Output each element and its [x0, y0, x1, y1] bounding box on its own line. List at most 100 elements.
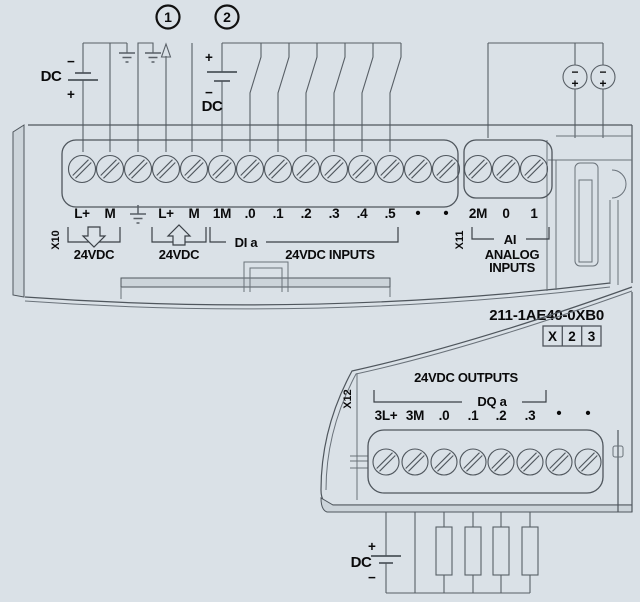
- module-face-curve-outer: [24, 282, 611, 306]
- di-group-label: DI a: [235, 235, 259, 250]
- terminal-label: 3M: [406, 408, 424, 423]
- dc-system-plus: +: [67, 87, 75, 102]
- terminal-label: 2M: [469, 206, 487, 221]
- input-switch: [249, 43, 262, 152]
- ai-bracket: [471, 227, 550, 240]
- terminal-label: .5: [385, 206, 396, 221]
- terminal-label: L+: [158, 206, 174, 221]
- analog1-minus: −: [571, 65, 578, 79]
- bus-connector-clip: [243, 261, 289, 292]
- connector-x12-label: X12: [342, 389, 354, 409]
- callout-2: 2: [214, 4, 240, 30]
- connector-x10-label: X10: [50, 230, 62, 250]
- dc-input-label: DC: [202, 98, 223, 115]
- analog-source-2: [590, 64, 616, 90]
- screw-terminal: [487, 448, 515, 476]
- sensor-supply-output: [160, 42, 193, 152]
- rating-cell: 3: [588, 329, 596, 344]
- input-switch: [277, 43, 290, 152]
- ai-caption-line2: INPUTS: [489, 260, 536, 275]
- ledge-caps: [120, 287, 391, 299]
- lower-bottom-band: [320, 497, 633, 513]
- analog-bus-wire: [487, 42, 604, 138]
- screw-terminal: [375, 154, 405, 184]
- terminal-label: .1: [273, 206, 284, 221]
- input-switch: [361, 43, 374, 152]
- earth-ground-icon: [119, 52, 135, 63]
- module-upper-housing: [12, 124, 633, 476]
- right-rail-details: [546, 135, 632, 291]
- part-number-group: 211-1AE40-0XB0 X 2 3: [489, 307, 604, 347]
- screw-terminal: [545, 448, 573, 476]
- terminal-label: L+: [74, 206, 90, 221]
- screw-terminal: [431, 154, 461, 184]
- pe-wire: [137, 42, 154, 152]
- dq-group-label: DQ a: [477, 394, 507, 409]
- load-resistor: [492, 526, 510, 576]
- terminal-label: .1: [468, 408, 479, 423]
- dc-output-plus: +: [368, 539, 376, 554]
- dq-caption: 24VDC OUTPUTS: [414, 370, 518, 385]
- lower-face-curve-outer: [320, 286, 633, 506]
- screw-terminal: [263, 154, 293, 184]
- part-number: 211-1AE40-0XB0: [489, 307, 604, 324]
- dc-system-minus: −: [67, 54, 75, 69]
- supply-caption: 24VDC: [74, 247, 115, 262]
- protective-earth-circuit: [137, 42, 161, 152]
- analog2-minus: −: [599, 65, 606, 79]
- output-terminal-block: [367, 429, 604, 494]
- digital-input-switches: [249, 43, 402, 152]
- screw-terminal: [401, 448, 429, 476]
- rail-bump: [611, 169, 627, 199]
- screw-terminal: [179, 154, 209, 184]
- rating-box: [542, 325, 602, 347]
- analog-source-1: [562, 64, 588, 90]
- screw-terminal: [403, 154, 433, 184]
- up-arrow-icon: [166, 224, 192, 246]
- callout-number: 2: [223, 9, 231, 25]
- screw-terminal: [516, 448, 544, 476]
- terminal-label: .2: [496, 408, 507, 423]
- input-switch: [333, 43, 346, 152]
- rail-slot-inner: [578, 179, 593, 263]
- input-terminal-block: [61, 139, 459, 208]
- terminal-dot: •: [415, 205, 420, 222]
- terminal-label: 1: [530, 206, 538, 221]
- callout-number: 1: [164, 9, 172, 25]
- analog-input-circuit: − + − +: [487, 42, 616, 138]
- input-switch: [389, 43, 402, 152]
- screw-terminal: [67, 154, 97, 184]
- down-arrow-icon: [81, 226, 107, 248]
- screw-terminal: [319, 154, 349, 184]
- rail-slot: [574, 162, 599, 267]
- screw-terminal: [291, 154, 321, 184]
- screw-terminal: [207, 154, 237, 184]
- terminal-label: .3: [329, 206, 340, 221]
- di-bracket: [209, 227, 399, 243]
- screw-terminal: [574, 448, 602, 476]
- module-lower-housing: [320, 286, 633, 513]
- dc-input-minus: −: [205, 85, 213, 100]
- di-caption: 24VDC INPUTS: [285, 247, 375, 262]
- terminal-label: 3L+: [375, 408, 398, 423]
- load-resistor: [521, 526, 539, 576]
- terminal-dot: •: [443, 205, 448, 222]
- terminal-label: .2: [301, 206, 312, 221]
- sensor-caption: 24VDC: [159, 247, 200, 262]
- terminal-label: 0: [502, 206, 509, 221]
- screw-terminals: [67, 154, 602, 476]
- input-power-circuit: + − DC: [202, 42, 401, 152]
- load-resistor: [435, 526, 453, 576]
- analog-terminal-block: [463, 139, 553, 199]
- terminal-label: .0: [439, 408, 450, 423]
- terminal-label: .3: [525, 408, 536, 423]
- screw-terminal: [151, 154, 181, 184]
- rating-box-dividers: [561, 326, 583, 346]
- front-ledge: [120, 277, 391, 288]
- callout-circle: [155, 4, 181, 30]
- ai-group-label: AI: [504, 232, 516, 247]
- output-load-circuit: + − DC: [351, 512, 539, 594]
- callout-1: 1: [155, 4, 181, 30]
- connector-x11-label: X11: [454, 231, 466, 250]
